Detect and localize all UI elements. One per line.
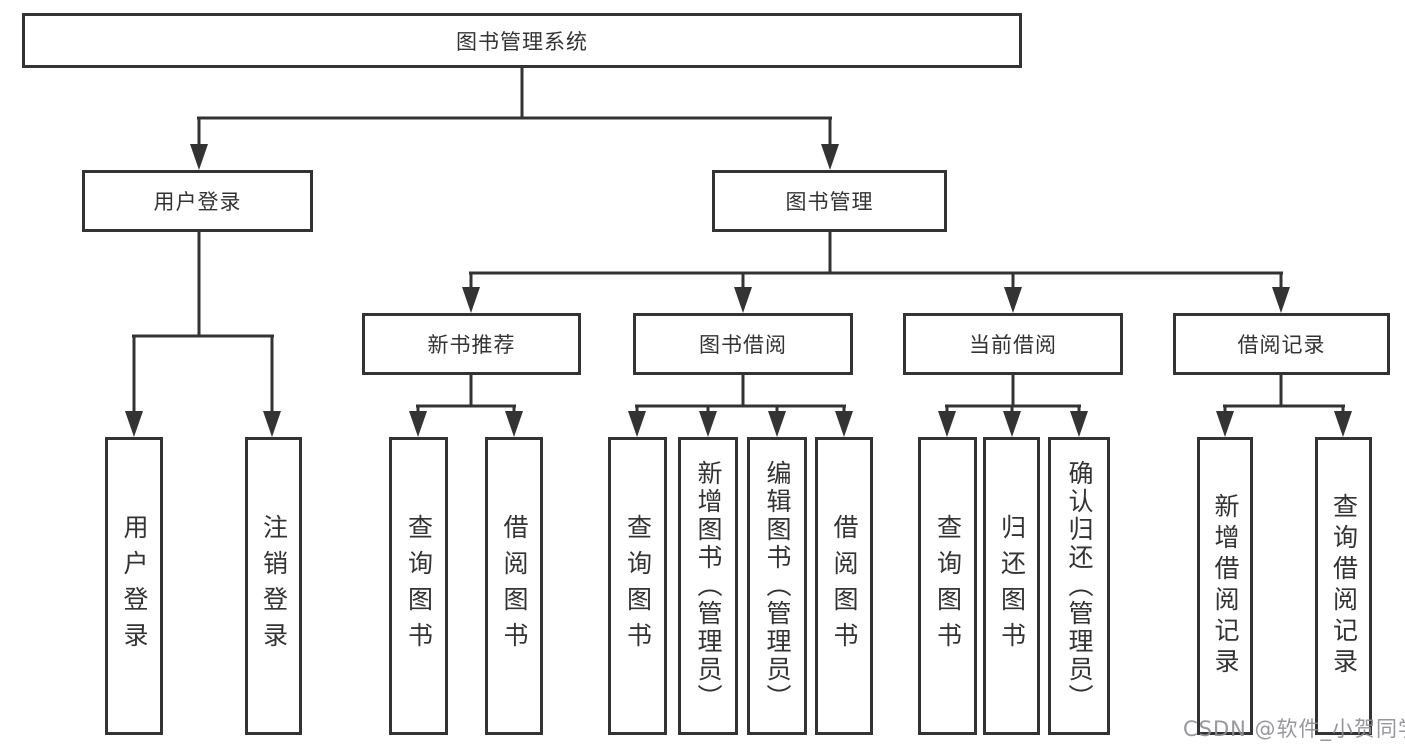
node-new-book-recommend: 新书推荐 — [362, 313, 581, 375]
leaf-label: 借阅图书 — [500, 514, 529, 658]
leaf-label: 查询图书 — [623, 514, 653, 658]
leaf-label: 查询图书 — [933, 514, 963, 658]
connector-borrow-record-to-leaves — [1216, 373, 1352, 437]
leaf-label: 归还图书 — [997, 514, 1027, 658]
leaf-confirm-return-admin: 确认归还（管理员） — [1048, 437, 1110, 735]
leaf-logout: 注销登录 — [245, 437, 302, 735]
node-root-library-system: 图书管理系统 — [22, 13, 1022, 68]
leaf-add-borrow-record: 新增借阅记录 — [1197, 437, 1253, 735]
node-label: 当前借阅 — [969, 333, 1057, 357]
node-label: 用户登录 — [153, 190, 242, 214]
leaf-borrow-books-recommend: 借阅图书 — [485, 437, 543, 735]
connector-new-book-to-leaves — [409, 373, 523, 437]
leaf-query-borrow-record: 查询借阅记录 — [1315, 437, 1372, 735]
leaf-add-books-admin: 新增图书（管理员） — [678, 437, 738, 735]
node-user-login: 用户登录 — [82, 170, 313, 232]
leaf-query-books-borrowing: 查询图书 — [608, 437, 667, 735]
leaf-label: 新增借阅记录 — [1211, 493, 1240, 679]
leaf-label: 新增图书（管理员） — [694, 460, 723, 712]
leaf-return-books: 归还图书 — [983, 437, 1040, 735]
leaf-borrow-books: 借阅图书 — [815, 437, 873, 735]
leaf-label: 注销登录 — [259, 514, 289, 658]
node-label: 图书管理 — [785, 190, 874, 214]
node-label: 借阅记录 — [1237, 333, 1326, 357]
leaf-label: 确认归还（管理员） — [1065, 460, 1094, 712]
node-borrowing-records: 借阅记录 — [1173, 313, 1390, 375]
connector-root-to-level2 — [190, 66, 839, 170]
node-current-borrowing: 当前借阅 — [903, 313, 1123, 375]
node-book-borrowing: 图书借阅 — [633, 313, 853, 375]
connector-user-login-to-leaves — [125, 230, 281, 437]
node-label: 图书管理系统 — [456, 29, 588, 54]
leaf-label: 编辑图书（管理员） — [763, 460, 792, 712]
node-label: 新书推荐 — [427, 333, 516, 357]
leaf-edit-books-admin: 编辑图书（管理员） — [747, 437, 807, 735]
leaf-query-books-current: 查询图书 — [918, 437, 977, 735]
leaf-label: 查询借阅记录 — [1329, 493, 1359, 679]
connector-book-mgmt-to-level3 — [462, 230, 1290, 313]
csdn-watermark: CSDN @软件_小贺同学 — [1183, 717, 1405, 741]
node-book-management: 图书管理 — [712, 170, 947, 232]
leaf-user-login: 用户登录 — [105, 437, 163, 735]
leaf-label: 查询图书 — [404, 514, 434, 658]
node-label: 图书借阅 — [699, 333, 787, 357]
connector-book-borrow-to-leaves — [628, 373, 853, 437]
connector-current-borrow-to-leaves — [938, 373, 1088, 437]
leaf-label: 借阅图书 — [830, 514, 859, 658]
leaf-query-books-recommend: 查询图书 — [389, 437, 448, 735]
leaf-label: 用户登录 — [120, 514, 149, 658]
